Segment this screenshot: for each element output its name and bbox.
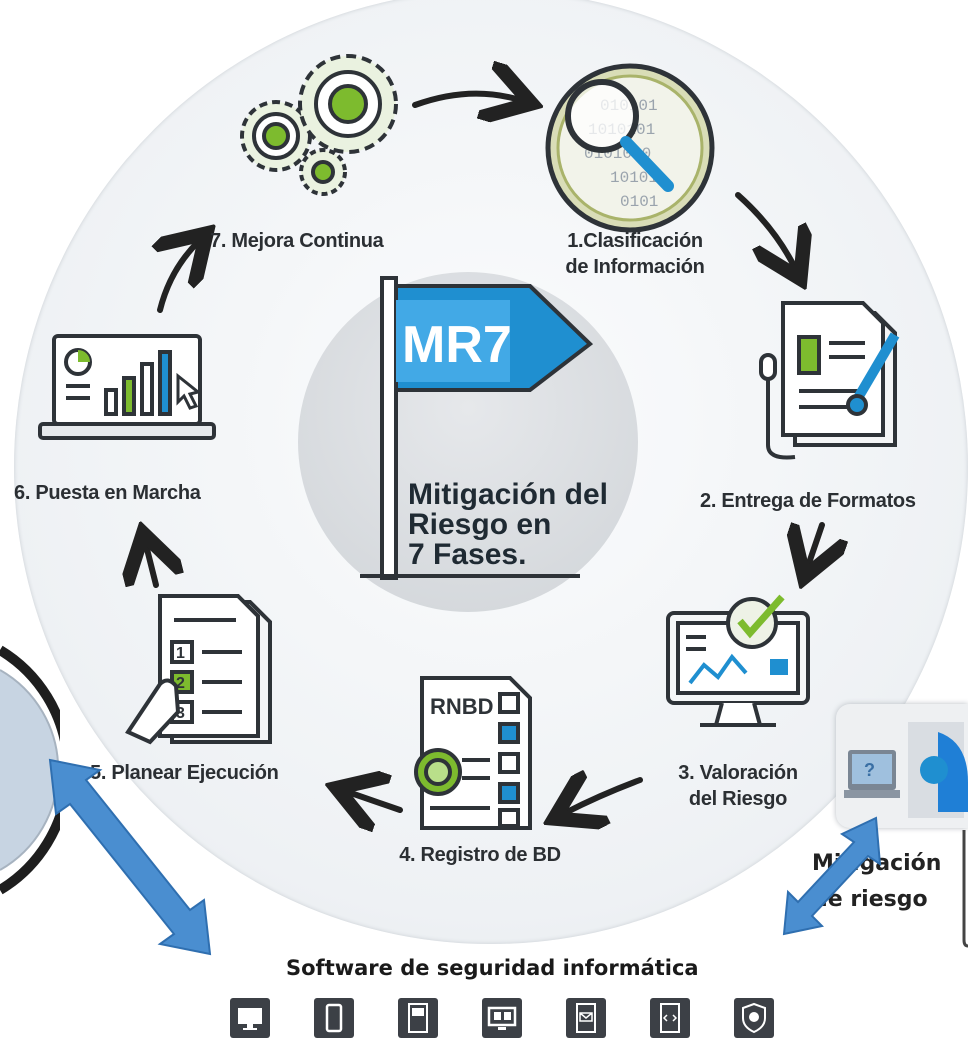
center-line: Mitigación del [408, 478, 609, 511]
binary-line: 0101 [620, 193, 658, 211]
registry-label: RNBD [430, 694, 494, 719]
phase-5-label: 5. Planear Ejecución [90, 762, 279, 784]
tablet-doc-icon [398, 998, 438, 1038]
laptop-chart-icon [38, 334, 216, 440]
mr7-flag: MR7 [360, 276, 594, 580]
center-line: Riesgo en [408, 508, 552, 541]
phase-3-label: 3. Valoración del Riesgo [678, 762, 798, 810]
tablet-mail-icon [566, 998, 606, 1038]
tablet-code-icon [650, 998, 690, 1038]
desktop-monitor-icon [230, 998, 270, 1038]
checklist-hand-icon: 1 2 3 [125, 594, 272, 745]
registry-document-icon: RNBD [414, 676, 532, 830]
side-card-bracket [962, 830, 968, 948]
phase-7-label: 7. Mejora Continua [210, 230, 384, 252]
device-row [230, 998, 780, 1038]
binary-line: 10101 [610, 169, 658, 187]
gears-icon [240, 54, 398, 196]
flag-label: MR7 [402, 316, 512, 374]
list-number: 1 [176, 645, 185, 662]
center-title: Mitigación del Riesgo en 7 Fases. [408, 480, 608, 570]
phase-4-label: 4. Registro de BD [399, 844, 561, 866]
helpdesk-icon: ? [844, 722, 968, 818]
center-line: 7 Fases. [408, 538, 527, 571]
phase-2-label: 2. Entrega de Formatos [700, 490, 916, 512]
footer-title: Software de seguridad informática [286, 956, 699, 980]
list-number: 2 [176, 675, 185, 692]
svg-text:?: ? [864, 760, 875, 780]
double-arrow-right [782, 816, 882, 936]
security-badge-icon [734, 998, 774, 1038]
phase-1-label: 1.Clasificación de Información [565, 230, 705, 278]
monitor-split-icon [482, 998, 522, 1038]
list-number: 3 [176, 705, 185, 722]
smartphone-icon [314, 998, 354, 1038]
phase-6-label: 6. Puesta en Marcha [14, 482, 201, 504]
documents-pen-icon [759, 301, 900, 460]
double-arrow-left [48, 758, 212, 956]
monitor-check-icon [666, 594, 810, 727]
